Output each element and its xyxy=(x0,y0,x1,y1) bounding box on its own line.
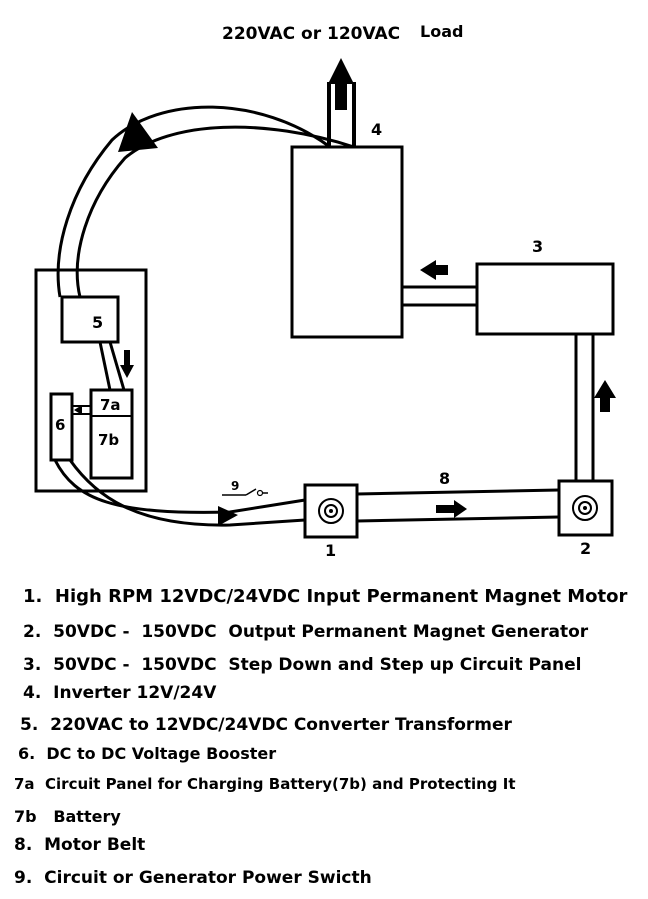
small-left-arrow-icon xyxy=(74,405,82,415)
booster-number: 6 xyxy=(55,416,65,434)
battery-box xyxy=(89,388,134,480)
converter-number: 5 xyxy=(92,313,103,332)
belt-number: 8 xyxy=(439,469,450,488)
motor-number: 1 xyxy=(325,541,336,560)
inverter-box xyxy=(290,145,404,339)
power-switch xyxy=(222,488,268,497)
right-arrow-icon xyxy=(436,500,467,518)
cable-arrow-icon xyxy=(118,112,158,152)
left-arrow-icon xyxy=(420,260,448,280)
booster-box xyxy=(49,392,74,462)
panel-box xyxy=(475,262,615,336)
cable-right-arrow-icon xyxy=(218,506,238,526)
motor-belt: 8 xyxy=(356,469,560,523)
output-arrow xyxy=(327,58,356,147)
load-label: Load xyxy=(420,22,463,41)
up-arrow-icon xyxy=(594,380,616,412)
switch-number: 9 xyxy=(231,479,239,493)
battery-number: 7b xyxy=(98,431,119,449)
voltage-label: 220VAC or 120VAC xyxy=(222,24,400,44)
generator-to-panel-link xyxy=(574,334,616,481)
converter-box xyxy=(60,295,120,344)
generator-number: 2 xyxy=(580,539,591,558)
charge-panel-number: 7a xyxy=(100,396,121,414)
panel-number: 3 xyxy=(532,237,543,256)
panel-to-inverter-link xyxy=(402,260,477,307)
motor xyxy=(303,483,359,539)
converter-to-inverter-cable xyxy=(56,105,355,298)
down-arrow-icon xyxy=(120,350,134,378)
generator xyxy=(557,479,614,537)
inverter-number: 4 xyxy=(371,120,382,139)
booster-to-motor-cable xyxy=(53,459,306,527)
